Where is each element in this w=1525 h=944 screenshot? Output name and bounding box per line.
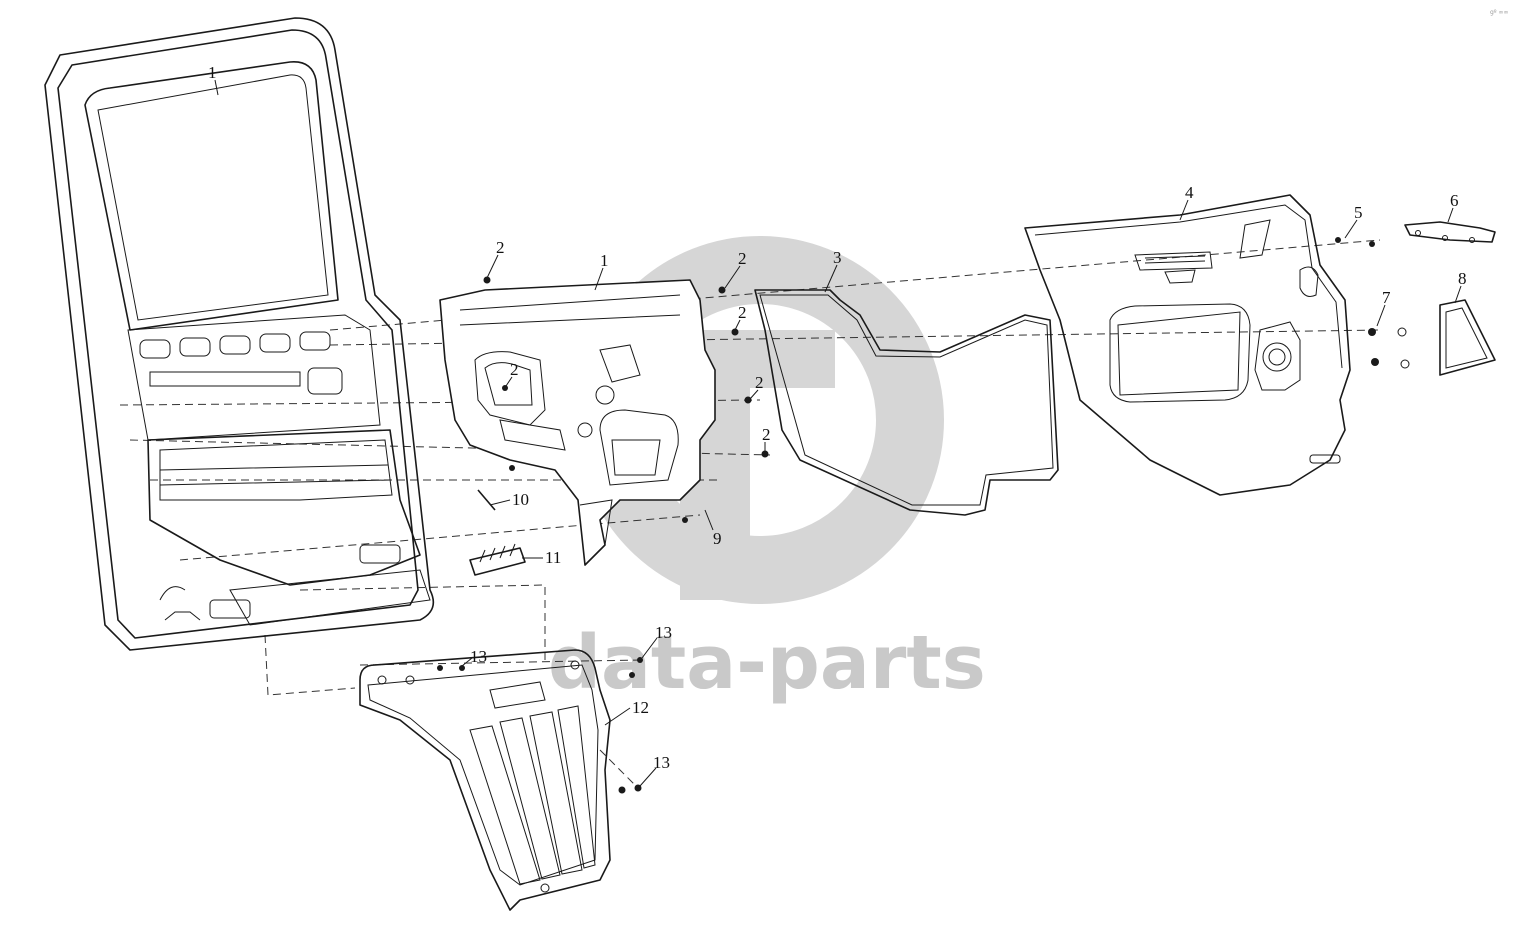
fasteners (437, 237, 1410, 794)
callouts: 1 1 2 2 2 2 2 2 3 4 5 6 7 8 9 10 11 12 1… (208, 63, 1467, 772)
handle-trim (1404, 221, 1496, 243)
corner-cover (1439, 299, 1496, 376)
callout-12: 12 (632, 698, 649, 717)
callout-1-module: 1 (600, 251, 609, 270)
trim-liner-panel (754, 289, 1059, 516)
door-trim-panel (1024, 194, 1351, 496)
callout-5: 5 (1354, 203, 1363, 222)
callout-3: 3 (833, 248, 842, 267)
callout-2-d: 2 (755, 373, 764, 392)
door-inner-module (439, 279, 716, 566)
corner-mark: gº ∞∞ (1490, 9, 1509, 16)
callout-9: 9 (713, 529, 722, 548)
callout-4: 4 (1185, 183, 1194, 202)
callout-13-b: 13 (470, 647, 487, 666)
door-frame-slots (139, 331, 401, 619)
door-frame (44, 17, 435, 651)
callout-8: 8 (1458, 269, 1467, 288)
callout-6: 6 (1450, 191, 1459, 210)
pin (477, 489, 496, 511)
callout-11: 11 (545, 548, 561, 567)
callout-2-e: 2 (762, 425, 771, 444)
callout-2-f: 2 (510, 360, 519, 379)
callout-10: 10 (512, 490, 529, 509)
watermark-brand-text: data-parts (548, 620, 986, 706)
callout-2-b: 2 (738, 249, 747, 268)
lower-step-panel (359, 649, 611, 911)
callout-13-a: 13 (655, 623, 672, 642)
leader-lines (214, 79, 1462, 787)
callout-1-frame: 1 (208, 63, 217, 82)
callout-7: 7 (1382, 288, 1391, 307)
callout-13-c: 13 (653, 753, 670, 772)
clip-strip (469, 543, 526, 576)
callout-2-c: 2 (738, 303, 747, 322)
callout-2-a: 2 (496, 238, 505, 257)
